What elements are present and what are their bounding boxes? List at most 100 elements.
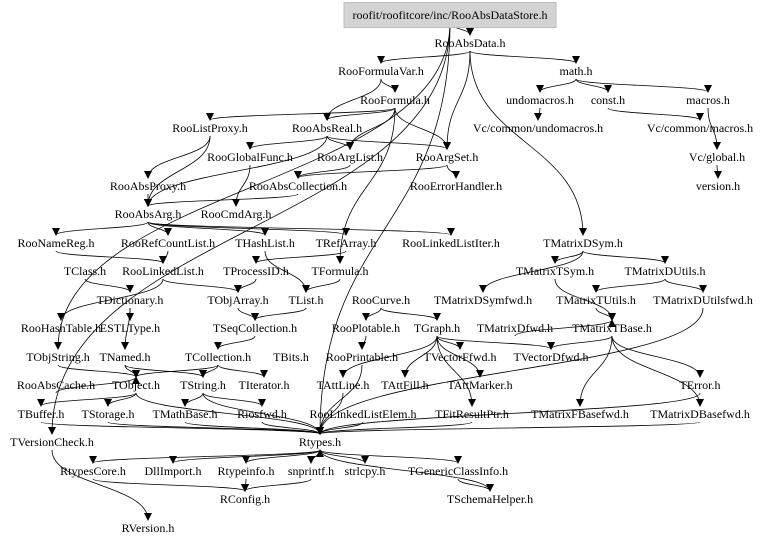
node-namereg[interactable]: RooNameReg.h xyxy=(17,236,95,250)
node-linkedlistiter[interactable]: RooLinkedListIter.h xyxy=(402,236,500,250)
edge-tobject-to-tstorage xyxy=(104,392,137,407)
node-terror[interactable]: TError.h xyxy=(679,378,721,392)
node-const[interactable]: const.h xyxy=(590,93,626,107)
edge-absdata-to-tmatrixdsym xyxy=(469,50,587,236)
node-tschemahelper[interactable]: TSchemaHelper.h xyxy=(446,492,534,506)
node-abscollection[interactable]: RooAbsCollection.h xyxy=(248,179,348,193)
node-rversion[interactable]: RVersion.h xyxy=(121,521,175,535)
node-tmatrixdfwd[interactable]: TMatrixDfwd.h xyxy=(476,321,554,335)
edge-absarg-to-linkedlistiter xyxy=(147,221,455,236)
node-store[interactable]: roofit/roofitcore/inc/RooAbsDataStore.h xyxy=(343,2,557,28)
node-estltype[interactable]: ESTLType.h xyxy=(99,321,161,335)
node-errorhandler[interactable]: RooErrorHandler.h xyxy=(409,179,503,193)
node-tobjstring[interactable]: TObjString.h xyxy=(26,350,90,364)
edge-formulavar-to-formula xyxy=(380,78,399,93)
node-tmatrixdsym[interactable]: TMatrixDSym.h xyxy=(543,236,623,250)
node-refcountlist[interactable]: RooRefCountList.h xyxy=(120,236,216,250)
node-tattmarker[interactable]: TAttMarker.h xyxy=(447,378,513,392)
edge-listproxy-to-absproxy xyxy=(144,135,211,179)
node-absproxy[interactable]: RooAbsProxy.h xyxy=(109,179,187,193)
node-tmatrixdbasefwd[interactable]: TMatrixDBasefwd.h xyxy=(650,407,750,421)
node-tvectorffwd[interactable]: TVectorFfwd.h xyxy=(423,350,497,364)
node-tdictionary[interactable]: TDictionary.h xyxy=(96,293,164,307)
node-absarg[interactable]: RooAbsArg.h xyxy=(114,207,182,221)
node-tgraph[interactable]: TGraph.h xyxy=(413,321,461,335)
node-tversioncheck[interactable]: TVersionCheck.h xyxy=(10,435,94,449)
node-tmatrixfbasefwd[interactable]: TMatrixFBasefwd.h xyxy=(531,407,629,421)
node-globalfunc[interactable]: RooGlobalFunc.h xyxy=(207,150,293,164)
node-rtypeinfo[interactable]: Rtypeinfo.h xyxy=(217,464,275,478)
node-printable[interactable]: RooPrintable.h xyxy=(325,350,399,364)
node-formulavar[interactable]: RooFormulaVar.h xyxy=(338,64,424,78)
node-tclass[interactable]: TClass.h xyxy=(63,264,107,278)
edge-store-to-tversioncheck xyxy=(48,22,451,435)
edge-formula-to-tformula xyxy=(336,107,396,264)
node-arglist[interactable]: RooArgList.h xyxy=(316,150,384,164)
node-tmatrixdsymfwd[interactable]: TMatrixDSymfwd.h xyxy=(433,293,533,307)
node-tnamed[interactable]: TNamed.h xyxy=(99,350,151,364)
node-dllimport[interactable]: DllImport.h xyxy=(144,464,202,478)
node-tbits[interactable]: TBits.h xyxy=(273,350,309,364)
node-strlcpy[interactable]: strlcpy.h xyxy=(344,464,386,478)
node-tmatrixdutils[interactable]: TMatrixDUtils.h xyxy=(624,264,706,278)
node-absdata[interactable]: RooAbsData.h xyxy=(434,36,506,50)
node-version[interactable]: version.h xyxy=(695,179,741,193)
node-tprocessid[interactable]: TProcessID.h xyxy=(223,264,289,278)
edge-tmatrixdsym-to-tmatrixdutils xyxy=(582,250,669,264)
node-tbuffer[interactable]: TBuffer.h xyxy=(17,407,65,421)
node-hashtable[interactable]: RooHashTable.h xyxy=(20,321,102,335)
node-abscache[interactable]: RooAbsCache.h xyxy=(16,378,96,392)
node-argset[interactable]: RooArgSet.h xyxy=(415,150,479,164)
node-tgenericclassinfo[interactable]: TGenericClassInfo.h xyxy=(407,464,509,478)
node-tmatrixtutils[interactable]: TMatrixTUtils.h xyxy=(556,293,636,307)
node-tfitresultptr[interactable]: TFitResultPtr.h xyxy=(435,407,509,421)
node-tobjarray[interactable]: TObjArray.h xyxy=(207,293,269,307)
node-linkedlist[interactable]: RooLinkedList.h xyxy=(122,264,204,278)
node-rconfig[interactable]: RConfig.h xyxy=(219,492,271,506)
node-trefarray[interactable]: TRefArray.h xyxy=(315,236,377,250)
edge-terror-to-rtypes xyxy=(316,392,701,435)
node-rtypescore[interactable]: RtypesCore.h xyxy=(60,464,126,478)
edge-absdata-to-argset xyxy=(443,50,471,150)
node-thashlist[interactable]: THashList.h xyxy=(235,236,295,250)
node-tcollection[interactable]: TCollection.h xyxy=(184,350,252,364)
edge-tversioncheck-to-rversion xyxy=(51,449,152,521)
node-tvectordfwd[interactable]: TVectorDfwd.h xyxy=(513,350,589,364)
node-vcmacros[interactable]: Vc/common/macros.h xyxy=(646,121,754,135)
node-tformula[interactable]: TFormula.h xyxy=(311,264,369,278)
node-undomacros[interactable]: undomacros.h xyxy=(506,93,574,107)
node-formula[interactable]: RooFormula.h xyxy=(360,93,430,107)
node-tlist[interactable]: TList.h xyxy=(288,293,324,307)
node-snprintf[interactable]: snprintf.h xyxy=(287,464,335,478)
node-riosfwd[interactable]: Riosfwd.h xyxy=(237,407,287,421)
edge-tgraph-to-tattfill xyxy=(401,335,438,378)
node-linkedlistelem[interactable]: RooLinkedListElem.h xyxy=(309,407,417,421)
edge-tprocessid-to-tobjarray xyxy=(234,278,257,293)
node-tstorage[interactable]: TStorage.h xyxy=(81,407,135,421)
node-listproxy[interactable]: RooListProxy.h xyxy=(172,121,248,135)
node-vcglobal[interactable]: Vc/global.h xyxy=(688,150,746,164)
node-tattline[interactable]: TAttLine.h xyxy=(316,378,370,392)
node-tmatrixtbase[interactable]: TMatrixTBase.h xyxy=(572,321,652,335)
node-titerator[interactable]: TIterator.h xyxy=(238,378,290,392)
node-rtypes[interactable]: Rtypes.h xyxy=(298,435,342,449)
edge-absdata-to-math xyxy=(469,50,580,64)
edge-tmatrixdfwd-to-tmatrixtbase xyxy=(514,319,616,337)
edge-snprintf-to-rconfig xyxy=(241,478,312,492)
node-math[interactable]: math.h xyxy=(559,64,593,78)
node-tmathbase[interactable]: TMathBase.h xyxy=(152,407,218,421)
node-tmatrixdutilsfwd[interactable]: TMatrixDUtilsfwd.h xyxy=(653,293,753,307)
node-vcundo[interactable]: Vc/common/undomacros.h xyxy=(472,121,604,135)
node-absreal[interactable]: RooAbsReal.h xyxy=(291,121,363,135)
node-tobject[interactable]: TObject.h xyxy=(111,378,161,392)
node-macros[interactable]: macros.h xyxy=(686,93,730,107)
node-roocurve[interactable]: RooCurve.h xyxy=(351,293,411,307)
node-tmatrixtsym[interactable]: TMatrixTSym.h xyxy=(515,264,595,278)
node-tseqcollection[interactable]: TSeqCollection.h xyxy=(212,321,298,335)
node-tattfill[interactable]: TAttFill.h xyxy=(381,378,429,392)
edge-tcollection-to-tobject xyxy=(132,364,219,378)
edge-trefarray-to-tprocessid xyxy=(252,250,347,264)
node-plotable[interactable]: RooPlotable.h xyxy=(331,321,401,335)
node-cmdarg[interactable]: RooCmdArg.h xyxy=(200,207,272,221)
node-tstring[interactable]: TString.h xyxy=(180,378,226,392)
